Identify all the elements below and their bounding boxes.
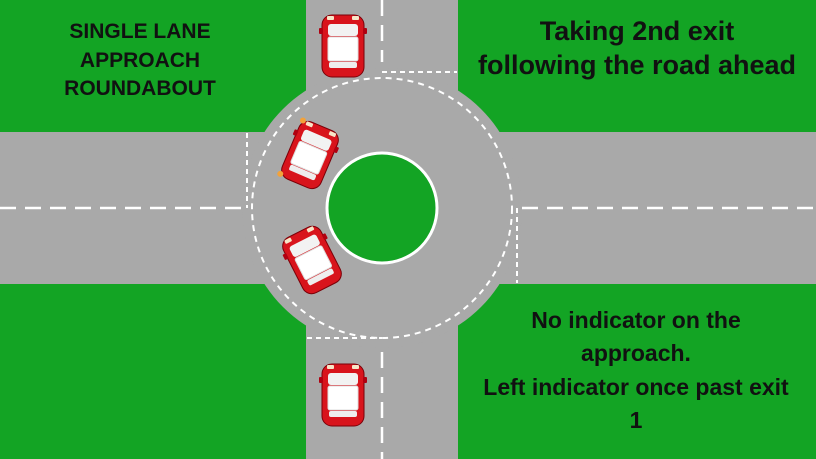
heading-line-1: Taking 2nd exit (539, 16, 735, 46)
heading-block: Taking 2nd exit following the road ahead (458, 16, 816, 84)
title-line-3: ROUNDABOUT (64, 77, 216, 101)
title-line-1: SINGLE LANE (69, 20, 211, 43)
note-line-2: approach. (581, 340, 691, 367)
title-line-2: APPROACH (79, 48, 201, 72)
heading-line-2: following the road ahead (477, 50, 796, 81)
roundabout-island (325, 151, 439, 265)
roundabout-edge-marking (251, 77, 513, 339)
note-line-1: No indicator on the (531, 307, 741, 333)
title-block: SINGLE LANE APPROACH ROUNDABOUT (40, 20, 240, 106)
give-way-markings (246, 71, 518, 339)
car-icon (275, 116, 345, 194)
note-line-4: 1 (629, 407, 643, 434)
car-icon (318, 14, 368, 78)
car-icon (318, 363, 368, 427)
note-line-3: Left indicator once past exit (483, 373, 789, 400)
note-block: No indicator on the approach. Left indic… (456, 304, 816, 437)
